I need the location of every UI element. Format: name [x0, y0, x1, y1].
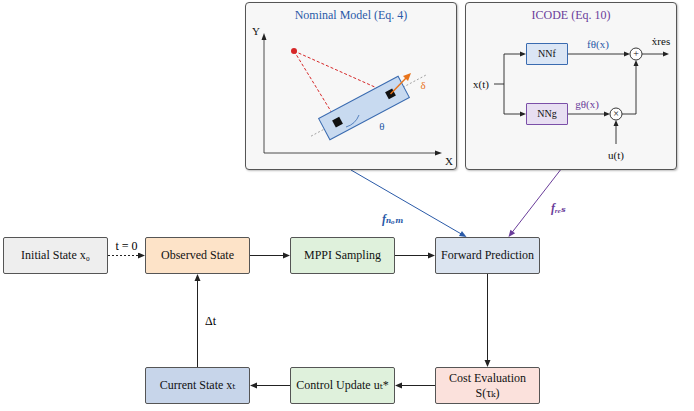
state-box: Observed State [145, 237, 250, 274]
panel-title: ICODE (Eq. 10) [532, 8, 611, 22]
process-box: Control Update uₜ* [290, 367, 395, 404]
axis-label: Y [252, 25, 260, 37]
edge-label: fₙₒₘ [380, 211, 406, 225]
edge-label: Δt [203, 313, 218, 327]
signal-label: x(t) [473, 78, 489, 90]
box-label: NNg [537, 108, 556, 120]
box-label: NNf [538, 48, 556, 60]
vehicle-illustration [246, 3, 458, 171]
flow-arrow [485, 274, 491, 367]
panel-title: Nominal Model (Eq. 4) [295, 8, 408, 22]
angle-label: δ [420, 79, 425, 91]
box-label: Control Update uₜ* [296, 378, 388, 392]
flow-arrow [395, 253, 435, 259]
network-box: NNf [526, 43, 568, 65]
edge-label: fᵣₑₛ [549, 200, 568, 214]
process-box: Forward Prediction [435, 237, 540, 274]
process-box: MPPI Sampling [290, 237, 395, 274]
angle-label: θ [379, 120, 384, 132]
model-panel: Nominal Model (Eq. 4) Y Xθ δ [245, 2, 457, 170]
operator-symbol: × [613, 109, 619, 119]
flow-arrow [250, 383, 290, 389]
edge-label: t = 0 [113, 238, 139, 252]
network-wiring [466, 3, 678, 171]
signal-label: ẋres [652, 35, 670, 47]
flow-arrow [351, 170, 467, 237]
axis-label: X [445, 155, 453, 167]
flow-arrow [250, 253, 290, 259]
state-box: Current State xₜ [145, 367, 250, 404]
box-label: Cost Evaluation S(τₖ) [440, 371, 535, 400]
flow-arrow [108, 253, 145, 259]
box-label: Initial State x₀ [21, 248, 90, 262]
box-label: Forward Prediction [441, 248, 534, 262]
network-box: NNg [526, 103, 568, 125]
flow-arrow [395, 383, 435, 389]
box-label: MPPI Sampling [304, 248, 381, 262]
signal-label: fθ(x) [587, 38, 609, 50]
signal-label: u(t) [608, 149, 624, 161]
process-box: Cost Evaluation S(τₖ) [435, 367, 540, 404]
state-box: Initial State x₀ [3, 237, 108, 274]
box-label: Current State xₜ [160, 378, 236, 392]
box-label: Observed State [161, 248, 234, 262]
operator-symbol: + [633, 49, 639, 59]
flow-arrow [195, 274, 201, 367]
signal-label: gθ(x) [575, 98, 599, 110]
model-panel: ICODE (Eq. 10) NNfNNg x(t) fθ(x) gθ(x) + × ẋres… [465, 2, 677, 170]
